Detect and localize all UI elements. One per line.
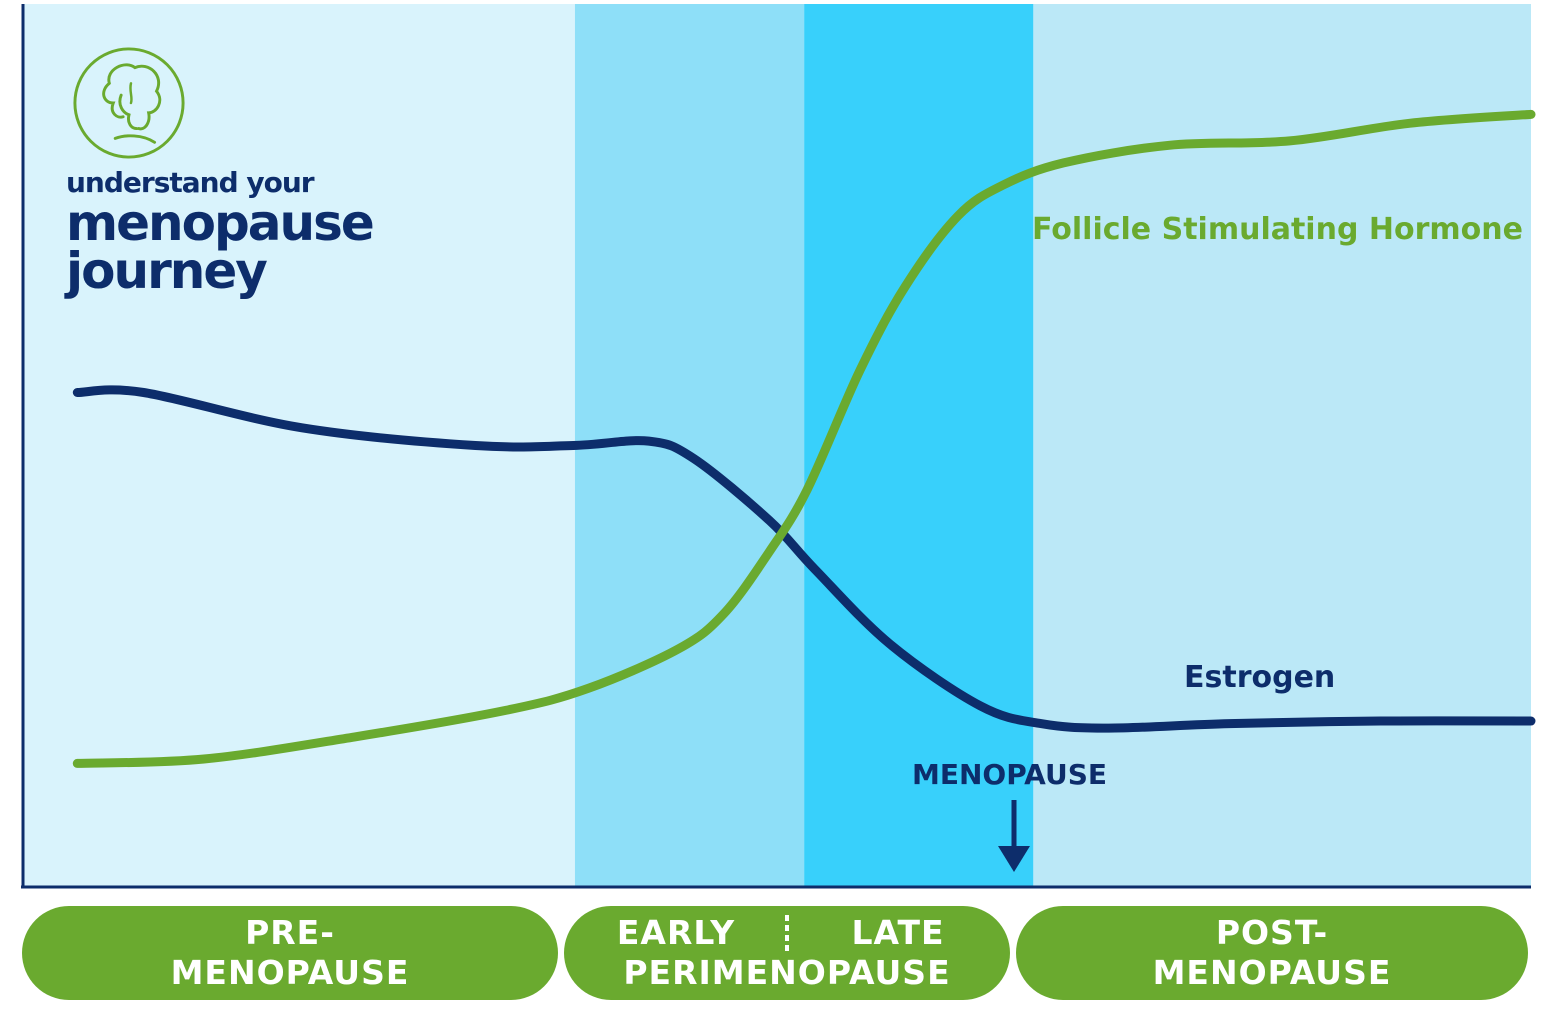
hormone-series: [72, 109, 1536, 768]
stage-band-post: [1033, 4, 1531, 887]
stage-peri-label: PERIMENOPAUSE: [623, 953, 951, 992]
fsh-line: [72, 109, 1536, 768]
stage-pill-perimenopause: EARLY LATE PERIMENOPAUSE: [564, 906, 1010, 1000]
brand-title-line2: journey: [66, 242, 268, 300]
stage-pill-premenopause: PRE- MENOPAUSE: [22, 906, 558, 1000]
woman-profile-logo-icon: [73, 47, 185, 159]
brand-tagline: understand your: [66, 166, 315, 199]
stage-peri-subphases: EARLY LATE: [564, 913, 1010, 953]
stage-pill-postmenopause: POST- MENOPAUSE: [1016, 906, 1528, 1000]
menopause-marker-label: MENOPAUSE: [912, 758, 1108, 791]
stage-post-line2: MENOPAUSE: [1152, 953, 1392, 992]
stage-divider: [785, 915, 789, 951]
estrogen-line: [72, 385, 1536, 733]
stage-early-label: EARLY: [616, 913, 736, 952]
brand-title-line1: menopause: [66, 194, 375, 252]
stage-pre-line1: PRE-: [245, 913, 335, 952]
stage-post-line1: POST-: [1215, 913, 1329, 952]
fsh-series-label: Follicle Stimulating Hormone: [1032, 212, 1523, 247]
menopause-arrow-icon: [998, 800, 1030, 872]
stage-late-label: LATE: [851, 913, 945, 952]
stage-pre-line2: MENOPAUSE: [170, 953, 410, 992]
brand-block: understand your menopause journey: [66, 44, 375, 300]
stage-band-late: [804, 4, 1034, 887]
estrogen-series-label: Estrogen: [1184, 660, 1336, 695]
